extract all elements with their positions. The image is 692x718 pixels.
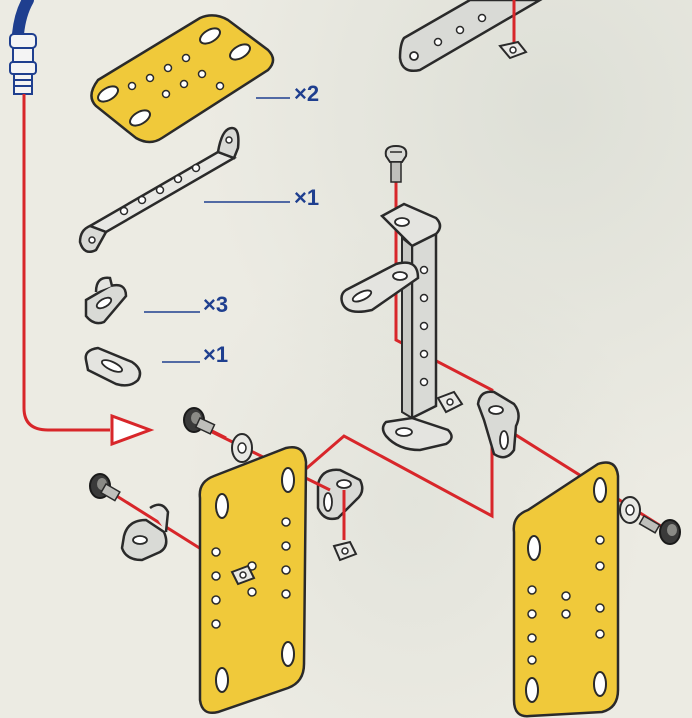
guide-arrow bbox=[112, 416, 150, 444]
qty-flexible-plate: ×2 bbox=[294, 81, 319, 106]
nut-icon bbox=[438, 392, 462, 412]
flexible-plate-left bbox=[200, 447, 306, 713]
washer-icon bbox=[232, 434, 252, 462]
qty-double-bent-strip: ×1 bbox=[294, 185, 319, 210]
bolt-icon bbox=[184, 408, 215, 434]
nut-icon bbox=[334, 542, 356, 560]
angle-bracket-part bbox=[86, 278, 126, 323]
cable-connector bbox=[10, 0, 36, 94]
vertical-bracket-part bbox=[382, 204, 452, 450]
guide-line-main bbox=[24, 94, 110, 430]
bolt-icon bbox=[386, 146, 407, 182]
qty-slotted-strip: ×1 bbox=[203, 342, 228, 367]
top-strip-part bbox=[400, 0, 540, 71]
slotted-strip-part bbox=[86, 348, 140, 385]
washer-icon bbox=[620, 497, 640, 523]
bolt-icon bbox=[90, 474, 120, 501]
angle-bracket-left bbox=[318, 470, 362, 519]
nut-icon bbox=[500, 42, 526, 58]
flexible-plate-part bbox=[91, 15, 273, 142]
bolt-icon bbox=[640, 516, 681, 544]
angle-bracket-right bbox=[478, 392, 519, 457]
qty-angle-bracket: ×3 bbox=[203, 292, 228, 317]
double-bent-strip-part bbox=[80, 128, 238, 252]
flexible-plate-right bbox=[514, 463, 618, 717]
